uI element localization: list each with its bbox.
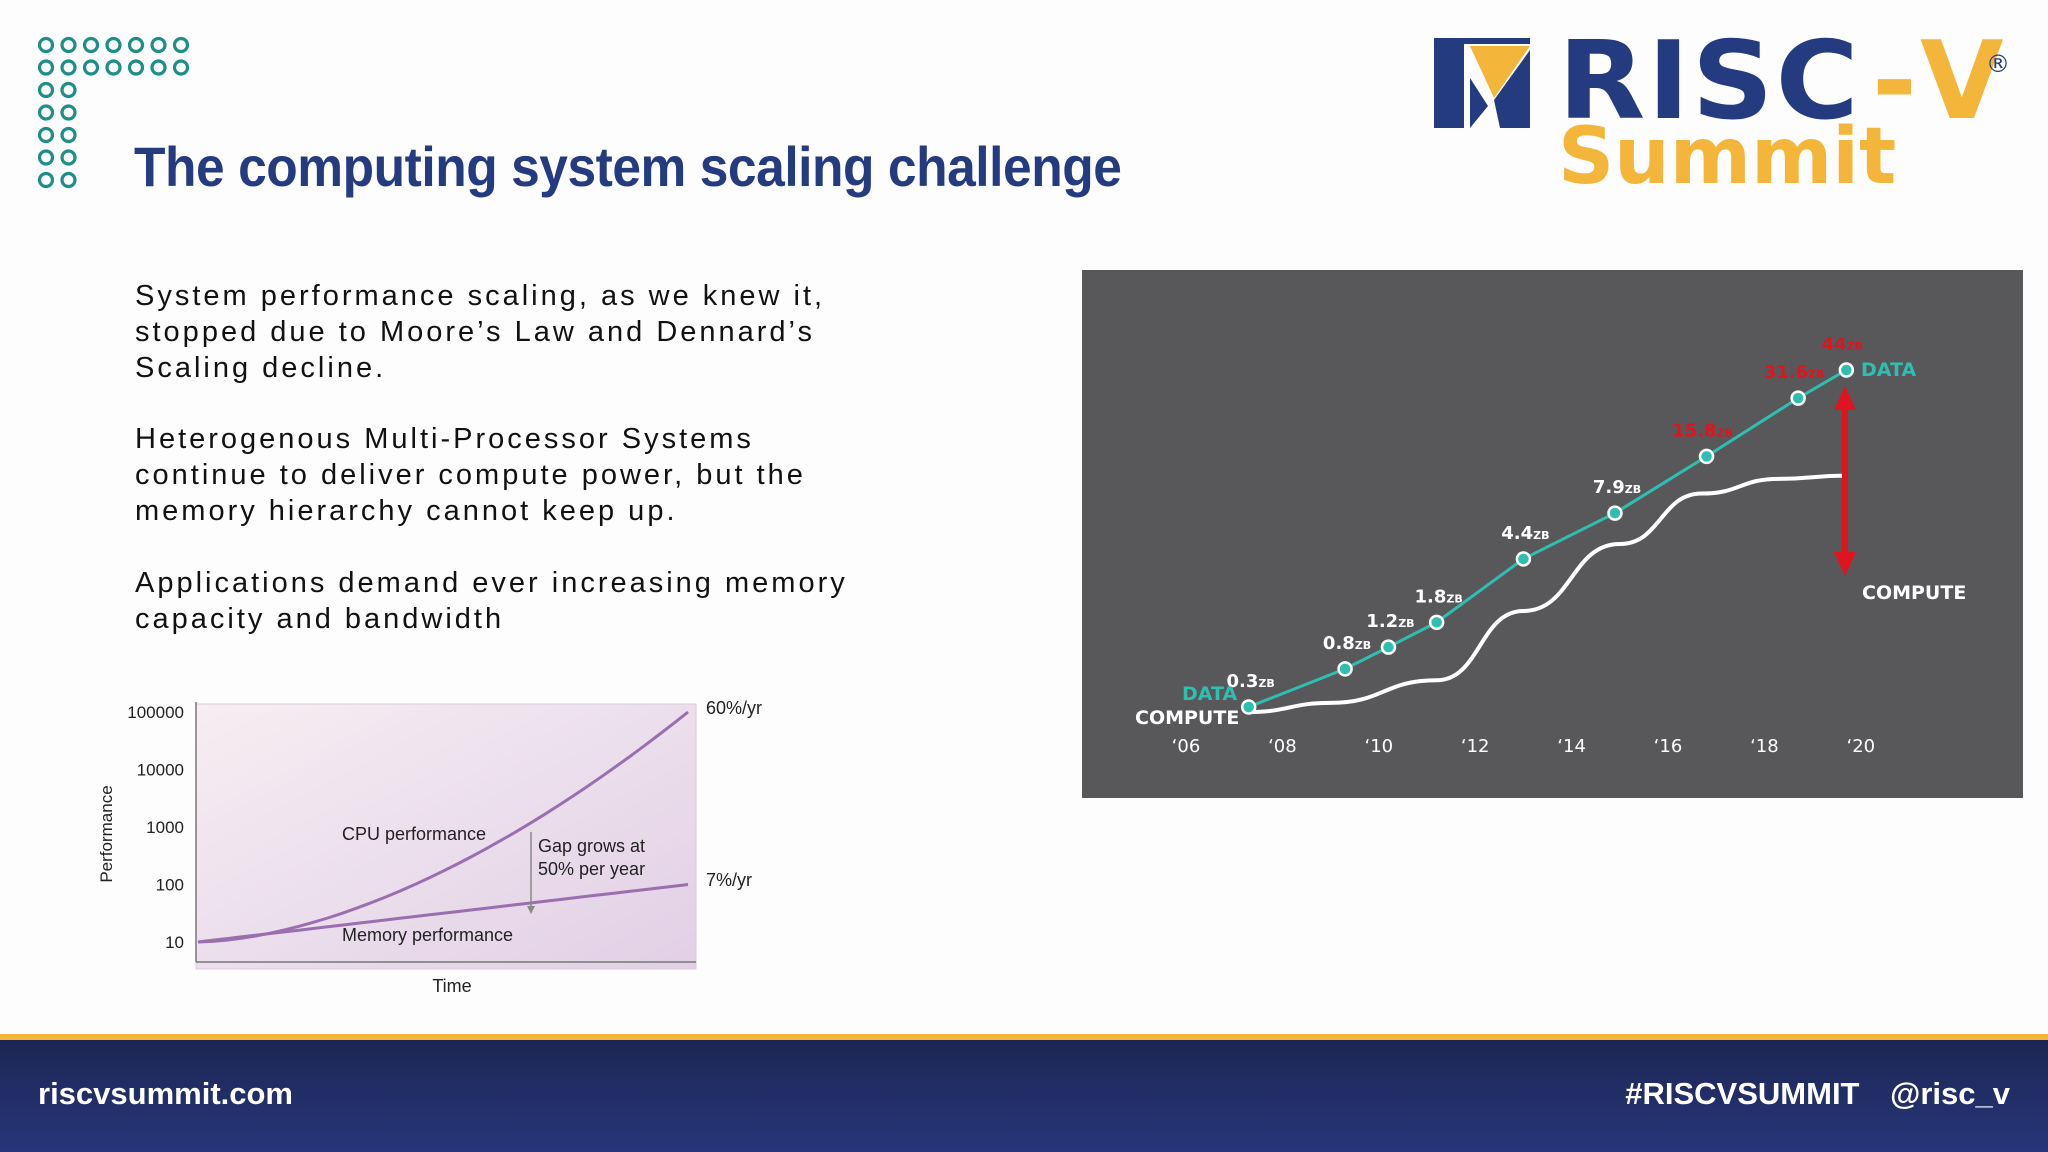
logo-dot [60,36,77,54]
logo-risc-text: RISC [1558,19,1861,144]
x-tick-label: ‘16 [1654,736,1683,757]
slide-title: The computing system scaling challenge [134,135,1122,198]
logo-dot [38,149,55,166]
dot-grid-logo [38,36,190,189]
logo-dot [150,59,167,76]
gap-arrow-head [527,906,535,914]
data-point [1838,362,1855,378]
logo-dot [38,126,55,144]
data-point [1428,614,1445,631]
x-tick-label: ‘14 [1557,736,1586,757]
data-point [1698,448,1715,465]
x-axis-label: Time [432,976,471,996]
data-point-label: 0.8ZB [1323,633,1371,654]
logo-dash-text: - [1872,19,1917,144]
data-point-label: 44ZB [1822,334,1863,355]
footer-social: #RISCVSUMMIT @risc_v [1603,1076,2010,1112]
logo-dot [127,36,145,54]
data-point-label: 31.6ZB [1764,362,1825,383]
data-series-label-start: DATA [1182,683,1237,705]
logo-dot [38,171,55,189]
risc-v-logo-mark [1434,38,1530,128]
footer-accent-stripe [0,1034,2048,1040]
logo-dot [82,36,100,54]
data-point [1337,661,1353,677]
plot-background [195,703,697,970]
data-point [1240,699,1257,715]
gap-arrow-head-up [1834,386,1856,410]
y-tick-label: 100000 [127,703,184,722]
x-tick-label: ‘18 [1750,736,1779,757]
data-point [1515,551,1532,567]
y-tick-label: 10 [165,933,184,952]
cpu-rate-label: 60%/yr [706,698,762,718]
x-tick-label: ‘12 [1461,736,1490,757]
x-tick-label: ‘08 [1268,736,1297,757]
y-tick-label: 10000 [137,761,184,780]
data-point-label: 1.8ZB [1415,586,1463,607]
data-point-label: 7.9ZB [1593,477,1641,498]
data-point [1607,505,1623,521]
data-point-label: 0.3ZB [1227,671,1275,692]
chart-background [1082,270,2023,798]
data-point [1380,639,1397,655]
logo-registered-mark: ® [1986,50,2010,78]
logo-dot [38,104,55,121]
footer-hashtag: #RISCVSUMMIT [1625,1076,1860,1111]
paragraph-moores-law: System performance scaling, as we knew i… [135,280,826,384]
footer-website: riscvsummit.com [38,1076,293,1111]
logo-v-text: V [1920,19,2004,144]
data-vs-compute-chart: ‘06 ‘08 ‘10 ‘12 ‘14 ‘16 ‘18 ‘20 0.3ZB 0.8ZB1.2ZB… [1082,270,2023,798]
logo-dot [60,171,77,189]
data-point-label: 15.8ZB [1672,420,1733,441]
logo-dot [82,59,100,76]
compute-series-label-end: COMPUTE [1862,582,1966,604]
logo-dot [60,126,77,144]
logo-dot [38,81,55,99]
logo-dot [150,36,167,54]
gap-arrow [1834,386,1856,576]
cpu-series-label: CPU performance [342,824,486,844]
performance-gap-chart: 100000 10000 1000 100 10 Performance Time CP… [97,698,762,996]
data-point-label: 1.2ZB [1366,611,1414,632]
logo-dot [105,59,122,76]
paragraph-heterogenous: Heterogenous Multi-Processor Systems con… [135,423,806,527]
memory-series-label: Memory performance [342,925,513,945]
y-tick-label: 1000 [146,818,184,837]
gap-annotation-line2: 50% per year [538,859,645,879]
logo-dot [105,36,122,54]
compute-line [1248,473,1847,714]
logo-dot [172,59,190,76]
logo-dot [172,36,190,54]
footer-handle: @risc_v [1890,1076,2010,1111]
x-tick-label: ‘10 [1364,736,1393,757]
logo-dot [60,149,77,166]
logo-summit-text: Summit [1558,112,1897,202]
x-tick-label: ‘06 [1172,736,1201,757]
logo-dot [60,81,77,99]
logo-dot [60,59,77,76]
memory-performance-line [197,883,689,944]
memory-rate-label: 7%/yr [706,870,752,890]
compute-series-label-start: COMPUTE [1135,707,1239,729]
y-tick-label: 100 [156,876,184,895]
x-tick-label: ‘20 [1846,736,1875,757]
gap-arrow-head-down [1834,552,1856,576]
logo-dot [127,59,145,76]
footer-bar [0,1040,2048,1152]
data-point [1790,390,1806,406]
gap-annotation-line1: Gap grows at [538,836,645,856]
data-series-label-end: DATA [1861,359,1916,381]
y-axis-label: Performance [97,785,116,882]
logo-dot [60,104,77,121]
logo-dot [38,59,55,76]
paragraph-applications: Applications demand ever increasing memo… [135,567,848,635]
data-point-label: 4.4ZB [1501,523,1549,544]
logo-dot [38,36,55,54]
